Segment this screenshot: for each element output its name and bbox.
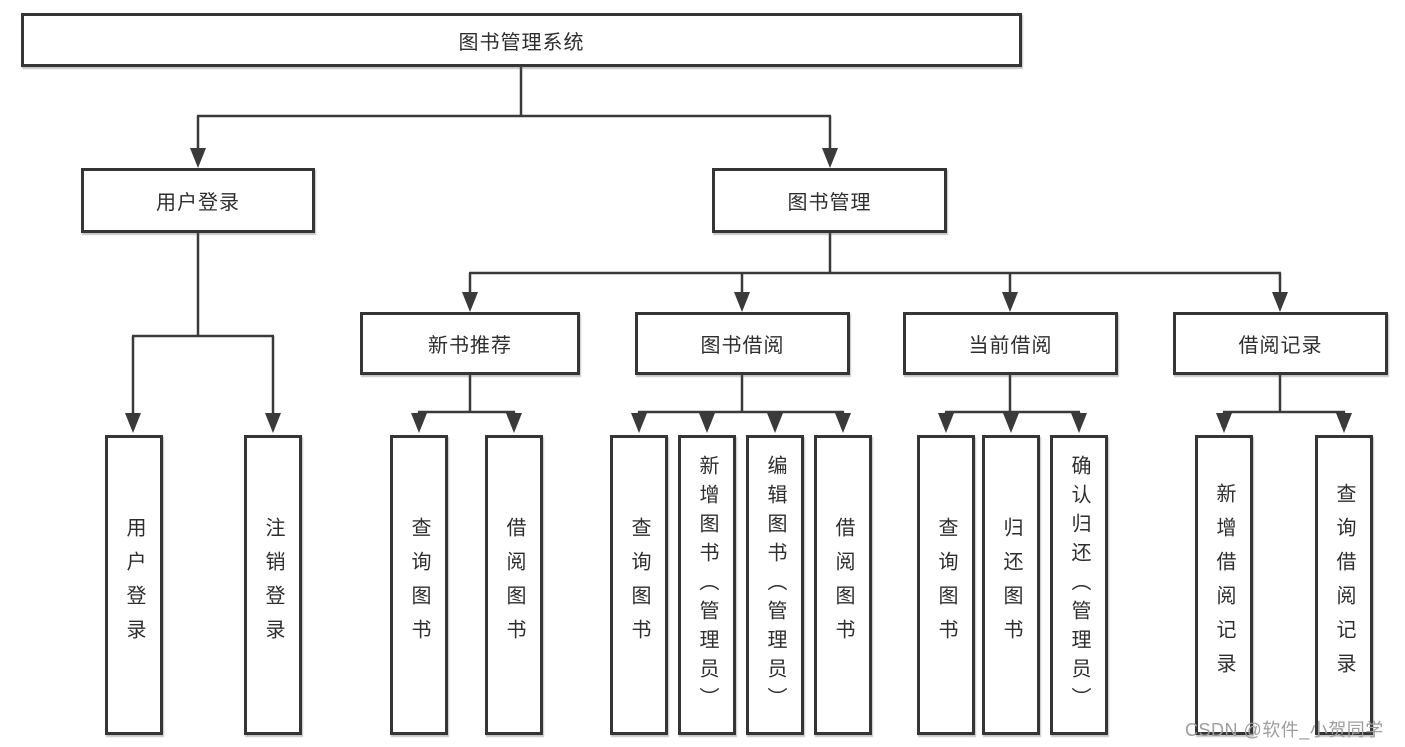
node-book-borrowing: 图书借阅	[635, 312, 850, 375]
node-current-borrowing-label: 当前借阅	[968, 335, 1053, 357]
leaf-recommend-borrow-book: 借阅图书	[485, 435, 543, 735]
leaf-records-add-record: 新增借阅记录	[1195, 435, 1253, 735]
leaf-borrowing-borrow-book: 借阅图书	[814, 435, 872, 735]
leaf-current-confirm-return: 确认归还（管理员）	[1050, 435, 1108, 735]
leaf-user-login-label: 用户登录	[123, 517, 145, 653]
leaf-current-confirm-return-label: 确认归还（管理员）	[1068, 454, 1090, 716]
node-user-login: 用户登录	[81, 168, 315, 233]
leaf-borrowing-edit-book-label: 编辑图书（管理员）	[764, 454, 786, 716]
leaf-logout: 注销登录	[244, 435, 302, 735]
leaf-current-return-book-label: 归还图书	[1000, 517, 1022, 653]
leaf-records-query-record-label: 查询借阅记录	[1333, 483, 1355, 687]
watermark: CSDN @软件_小贺同学	[1185, 720, 1384, 740]
leaf-current-query-book: 查询图书	[917, 435, 975, 735]
leaf-records-query-record: 查询借阅记录	[1315, 435, 1373, 735]
node-root: 图书管理系统	[21, 13, 1022, 67]
leaf-borrowing-query-book-label: 查询图书	[628, 517, 650, 653]
node-borrowing-records: 借阅记录	[1173, 312, 1388, 375]
leaf-borrowing-add-book: 新增图书（管理员）	[678, 435, 736, 735]
leaf-logout-label: 注销登录	[262, 517, 284, 653]
leaf-borrowing-edit-book: 编辑图书（管理员）	[746, 435, 804, 735]
node-new-book-recommend: 新书推荐	[360, 312, 580, 375]
leaf-current-query-book-label: 查询图书	[935, 517, 957, 653]
node-current-borrowing: 当前借阅	[903, 312, 1118, 375]
leaf-borrowing-borrow-book-label: 借阅图书	[832, 517, 854, 653]
node-root-label: 图书管理系统	[458, 31, 585, 54]
node-book-borrowing-label: 图书借阅	[700, 335, 785, 357]
leaf-borrowing-add-book-label: 新增图书（管理员）	[696, 454, 718, 716]
node-user-login-label: 用户登录	[156, 192, 240, 214]
leaf-current-return-book: 归还图书	[982, 435, 1040, 735]
node-new-book-recommend-label: 新书推荐	[428, 335, 512, 357]
leaf-records-add-record-label: 新增借阅记录	[1213, 483, 1235, 687]
leaf-recommend-borrow-book-label: 借阅图书	[503, 517, 525, 653]
leaf-recommend-query-book-label: 查询图书	[408, 517, 430, 653]
leaf-user-login: 用户登录	[105, 435, 163, 735]
leaf-recommend-query-book: 查询图书	[390, 435, 448, 735]
node-book-management-label: 图书管理	[787, 192, 872, 214]
leaf-borrowing-query-book: 查询图书	[610, 435, 668, 735]
node-borrowing-records-label: 借阅记录	[1238, 335, 1323, 357]
node-book-management: 图书管理	[712, 168, 947, 233]
